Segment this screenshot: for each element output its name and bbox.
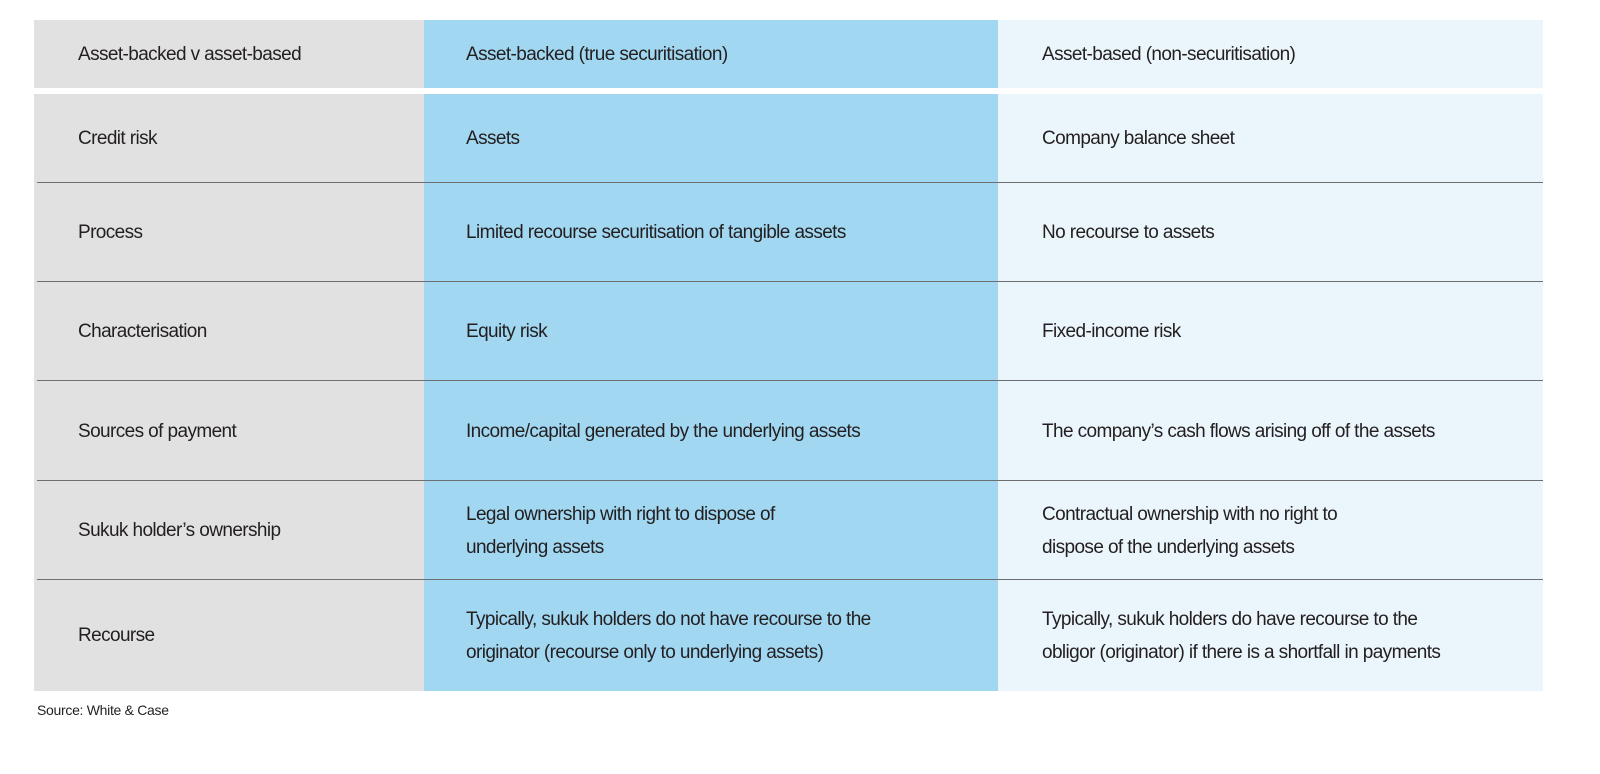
table-cell: Fixed-income risk [998, 282, 1543, 381]
cell-text: Limited recourse securitisation of tangi… [466, 222, 846, 243]
table-row: Process Limited recourse securitisation o… [34, 182, 1543, 282]
table-cell: Credit risk [34, 94, 424, 183]
table-cell: Process [34, 183, 424, 282]
cell-text: Income/capital generated by the underlyi… [466, 420, 861, 442]
row-divider [37, 380, 1543, 381]
table-cell: Company balance sheet [998, 94, 1543, 183]
cell-text: Fixed-income risk [1042, 321, 1181, 342]
row-divider [37, 579, 1543, 580]
cell-text: Legal ownership with right to dispose of… [466, 503, 775, 558]
source-note: Source: White & Case [37, 702, 169, 718]
cell-text: Assets [466, 128, 520, 149]
header-gap [34, 88, 1543, 94]
header-cell: Asset-based (non-securitisation) [998, 20, 1543, 88]
row-divider [37, 480, 1543, 481]
cell-text: Company balance sheet [1042, 128, 1235, 149]
table-cell: Assets [424, 94, 998, 183]
cell-text: Characterisation [78, 321, 207, 342]
table-row: Sukuk holder’s ownership Legal ownership … [34, 480, 1543, 580]
cell-text: Recourse [78, 625, 155, 646]
table-cell: Sources of payment [34, 381, 424, 481]
cell-text: Sources of payment [78, 420, 237, 442]
table-cell: Limited recourse securitisation of tangi… [424, 183, 998, 282]
cell-text: Contractual ownership with no right to d… [1042, 503, 1338, 558]
table-cell: No recourse to assets [998, 183, 1543, 282]
table-cell: Income/capital generated by the underlyi… [424, 381, 998, 481]
cell-text: The company’s cash flows arising off of … [1042, 420, 1435, 442]
cell-text: Equity risk [466, 321, 548, 342]
cell-text: Credit risk [78, 128, 158, 149]
table-cell: Typically, sukuk holders do not have rec… [424, 580, 998, 691]
table-cell: Legal ownership with right to dispose of… [424, 481, 998, 580]
table-row: Characterisation Equity risk Fixed-income … [34, 281, 1543, 381]
cell-text: Sukuk holder’s ownership [78, 520, 281, 541]
header-cell: Asset-backed (true securitisation) [424, 20, 998, 88]
table-row: Recourse Typically, sukuk holders do not … [34, 579, 1543, 691]
cell-text: Process [78, 222, 143, 243]
table-cell: Sukuk holder’s ownership [34, 481, 424, 580]
row-divider [37, 182, 1543, 183]
cell-text: Typically, sukuk holders do not have rec… [466, 608, 871, 663]
table-cell: Recourse [34, 580, 424, 691]
table-header-row: Asset-backed v asset-based Asset-backed … [34, 20, 1543, 88]
table-cell: Typically, sukuk holders do have recours… [998, 580, 1543, 691]
row-divider [37, 281, 1543, 282]
cell-text: No recourse to assets [1042, 222, 1215, 243]
table-cell: Characterisation [34, 282, 424, 381]
table-cell: Contractual ownership with no right to d… [998, 481, 1543, 580]
cell-text: Typically, sukuk holders do have recours… [1042, 608, 1441, 663]
header-cell: Asset-backed v asset-based [34, 20, 424, 88]
table-row: Sources of payment Income/capital generat… [34, 380, 1543, 481]
table-cell: Equity risk [424, 282, 998, 381]
comparison-table: Asset-backed v asset-based Asset-backed … [34, 20, 1543, 691]
table-cell: The company’s cash flows arising off of … [998, 381, 1543, 481]
table-row: Credit risk Assets Company balance sheet [34, 94, 1543, 183]
